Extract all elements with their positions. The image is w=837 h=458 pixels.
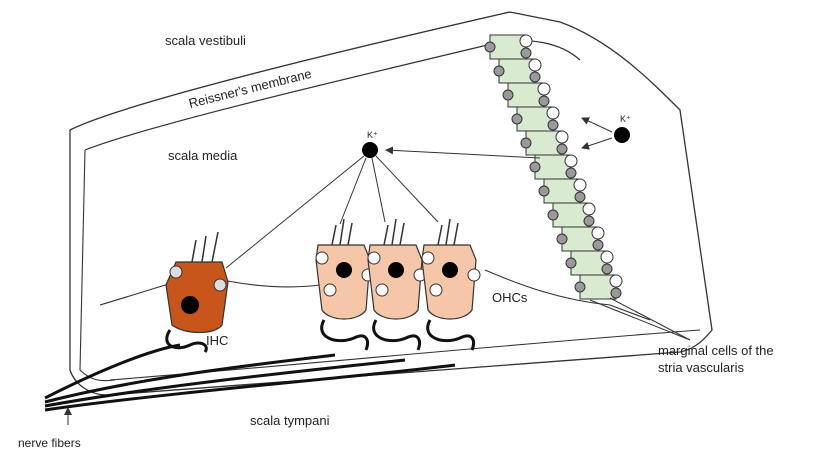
scala-media-border (80, 150, 115, 381)
label-reissners-membrane: Reissner's membrane (187, 66, 313, 111)
potassium-label-right: K⁺ (620, 114, 631, 124)
marginal-cell (530, 155, 577, 179)
arrow-to-center-ion (386, 150, 540, 158)
potassium-ion-right (614, 127, 630, 143)
label-ohcs: OHCs (492, 290, 528, 305)
label-scala-media: scala media (168, 148, 238, 163)
marginal-cell (521, 131, 568, 155)
label-ihc: IHC (206, 333, 228, 348)
outer-hair-cell (422, 219, 480, 350)
potassium-label-center: K⁺ (367, 130, 378, 140)
marginal-cell (494, 59, 541, 83)
stria-vascularis (485, 35, 622, 299)
marginal-cell (485, 35, 532, 59)
potassium-ion-center (362, 142, 378, 158)
outer-hair-cell (368, 219, 426, 350)
outer-hair-cells (316, 219, 480, 350)
label-scala-vestibuli: scala vestibuli (165, 33, 246, 48)
label-marginal-cells-2: stria vascularis (658, 360, 744, 375)
label-marginal-cells-1: marginal cells of the (658, 343, 774, 358)
marginal-cell (503, 83, 550, 107)
marginal-cell (512, 107, 559, 131)
marginal-cell (548, 203, 595, 227)
arrow-to-stria-1 (582, 118, 612, 132)
label-scala-tympani: scala tympani (250, 413, 330, 428)
marginal-cell (539, 179, 586, 203)
marginal-cell (557, 227, 604, 251)
arrow-to-stria-2 (582, 138, 612, 148)
outer-hair-cell (316, 219, 374, 350)
nerve-fibers-bundle (45, 345, 455, 410)
marginal-cell (566, 251, 613, 275)
label-nerve-fibers: nerve fibers (18, 436, 81, 450)
marginal-cell (575, 275, 622, 299)
